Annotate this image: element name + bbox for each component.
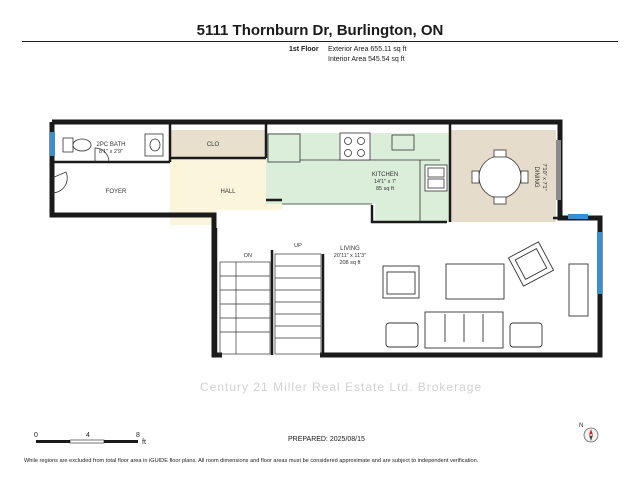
ottoman-right <box>509 322 543 348</box>
front-door <box>51 171 68 194</box>
compass-north-label: N <box>579 423 583 429</box>
burner-4 <box>357 149 365 157</box>
closet-fill <box>170 130 266 158</box>
bath-name: 2PC BATH <box>97 142 126 148</box>
bath-fixtures <box>62 133 164 157</box>
sink-bowl-2 <box>427 178 445 189</box>
scale-tick-8: 8 <box>136 432 140 439</box>
compass-icon: N <box>579 423 599 443</box>
stairs-down-label: DN <box>244 253 252 259</box>
stairs <box>219 253 322 355</box>
kitchen-name: KITCHEN <box>372 172 398 178</box>
chair-top <box>493 149 507 158</box>
burner-1 <box>344 137 352 145</box>
stair-run-up <box>274 253 322 355</box>
dining-set <box>471 149 529 205</box>
stairs-up-label: UP <box>294 243 302 249</box>
toilet-bowl <box>72 138 92 152</box>
bath-window <box>50 132 55 156</box>
ottoman-left <box>385 322 419 348</box>
bath-dims: 8'1" x 2'9" <box>99 149 123 155</box>
closet-name: CLO <box>207 142 220 148</box>
living-window-right <box>597 232 602 294</box>
living-area: 208 sq ft <box>339 260 361 266</box>
burner-2 <box>357 137 365 145</box>
title-divider <box>22 41 618 42</box>
room-labels: 2PC BATH 8'1" x 2'9" CLO FOYER HALL KITC… <box>97 142 547 266</box>
fridge <box>267 133 301 163</box>
kitchen-dims: 14'1" x 7' <box>374 179 396 185</box>
chair-right <box>520 170 529 184</box>
disclaimer: While regions are excluded from total fl… <box>24 458 479 464</box>
sink-bowl-1 <box>427 167 445 178</box>
scale-bar: 0 4 8 ft <box>34 432 146 446</box>
stove <box>339 132 371 161</box>
interior-area: Interior Area 545.54 sq ft <box>328 56 405 63</box>
floor-label: 1st Floor <box>289 46 319 53</box>
plan-title: 5111 Thornburn Dr, Burlington, ON <box>196 22 444 39</box>
sink-basin <box>149 138 161 152</box>
dining-table <box>478 155 522 199</box>
living-window-top <box>568 214 588 219</box>
bath-door <box>94 147 110 163</box>
hall-name: HALL <box>220 189 236 195</box>
dining-window <box>556 140 561 200</box>
windows <box>50 132 602 294</box>
dishwasher <box>391 134 415 151</box>
scale-tick-0: 0 <box>34 432 38 439</box>
living-furniture <box>382 241 589 349</box>
chair-bottom <box>493 196 507 205</box>
living-dims: 20'11" x 11'3" <box>334 253 366 259</box>
accent-chair <box>507 241 555 287</box>
watermark: Century 21 Miller Real Estate Ltd. Broke… <box>200 380 483 394</box>
armchair <box>382 265 420 299</box>
kitchen-fill <box>266 133 450 222</box>
dining-name: DINING <box>533 167 539 188</box>
interior-walls <box>52 122 600 355</box>
toilet-tank <box>62 137 74 153</box>
kitchen-fixtures <box>267 132 448 222</box>
scale-unit: ft <box>142 439 146 446</box>
burner-3 <box>344 149 352 157</box>
kitchen-area: 85 sq ft <box>376 186 395 192</box>
prepared-date: PREPARED: 2025/08/15 <box>288 436 365 443</box>
media-console <box>568 263 589 317</box>
living-name: LIVING <box>340 246 360 252</box>
coffee-table <box>445 263 505 300</box>
foyer-name: FOYER <box>106 189 127 195</box>
chair-left <box>471 170 480 184</box>
dining-dims: 7'10" x 7'1" <box>541 163 547 190</box>
scale-tick-4: 4 <box>86 432 90 439</box>
stair-run-down <box>219 261 271 355</box>
exterior-area: Exterior Area 655.11 sq ft <box>328 46 407 53</box>
hall-fill <box>170 158 282 225</box>
